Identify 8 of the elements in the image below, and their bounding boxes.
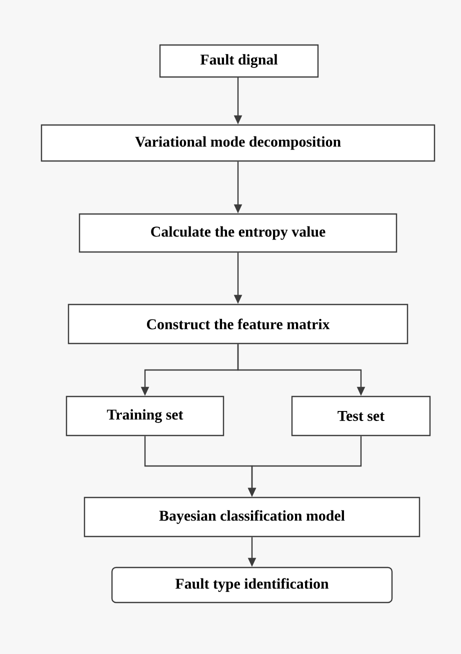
process-box: Calculate the entropy value — [78, 213, 398, 253]
rounded-box: Fault type identification — [111, 566, 393, 604]
process-box: Construct the feature matrix — [68, 304, 408, 344]
process-box: Training set — [66, 396, 224, 436]
process-box: Variational mode decomposition — [40, 124, 436, 162]
process-box: Test set — [291, 396, 431, 436]
process-box: Bayesian classification model — [84, 496, 420, 538]
process-box: Fault dignal — [159, 44, 319, 78]
